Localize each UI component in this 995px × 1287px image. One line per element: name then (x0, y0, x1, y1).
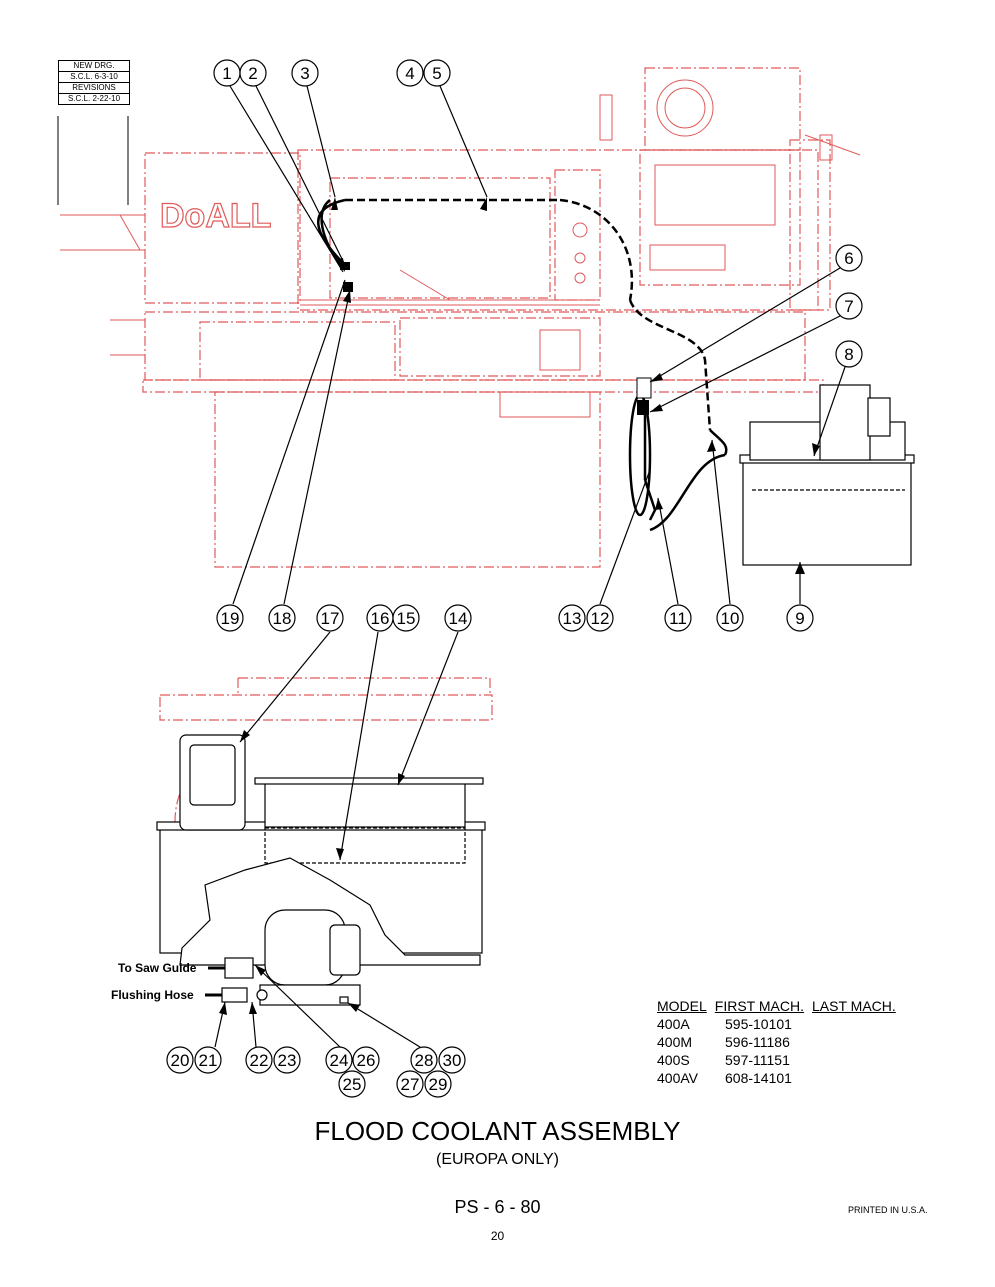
svg-text:20: 20 (171, 1051, 190, 1070)
pump-motor (221, 909, 361, 1006)
callout-26: 26 (352, 1046, 380, 1074)
page-subtitle: (EUROPA ONLY) (436, 1151, 559, 1168)
callout-15: 15 (392, 604, 420, 632)
svg-text:27: 27 (401, 1075, 420, 1094)
table-row: 400A 595-10101 (657, 1015, 904, 1033)
page-number: 20 (490, 1229, 505, 1243)
svg-text:22: 22 (250, 1051, 269, 1070)
new-drg-label: NEW DRG. (59, 61, 129, 72)
svg-text:14: 14 (449, 609, 468, 628)
first-mach-cell: 608-14101 (725, 1070, 792, 1086)
callout-16: 16 (366, 604, 394, 632)
callout-14: 14 (444, 604, 472, 632)
svg-text:6: 6 (844, 249, 853, 268)
callout-12: 12 (586, 604, 614, 632)
svg-text:12: 12 (591, 609, 610, 628)
callout-20: 20 (166, 1046, 194, 1074)
callout-13: 13 (558, 604, 586, 632)
svg-text:13: 13 (563, 609, 582, 628)
coolant-lines (317, 198, 728, 532)
table-row: 400AV 608-14101 (657, 1069, 904, 1087)
model-cell: 400A (657, 1016, 690, 1032)
header-first-mach: FIRST MACH. (714, 998, 804, 1014)
revisions-label: REVISIONS (59, 83, 129, 94)
header-last-mach: LAST MACH. (812, 998, 896, 1014)
callout-25: 25 (338, 1070, 366, 1098)
callout-11: 11 (664, 604, 692, 632)
revision-by: S.C.L. 2-22-10 (67, 94, 121, 103)
callout-21: 21 (194, 1046, 222, 1074)
callout-1: 1 (213, 59, 241, 87)
leader-lines (214, 85, 846, 1048)
saw-machine-outline (142, 67, 831, 568)
callout-2: 2 (239, 59, 267, 87)
callout-3: 3 (291, 59, 319, 87)
callout-5: 5 (423, 59, 451, 87)
page-code: PS - 6 - 80 (454, 1197, 541, 1217)
callout-8: 8 (835, 340, 863, 368)
page-title: FLOOD COOLANT ASSEMBLY (314, 1116, 681, 1146)
callout-7: 7 (835, 292, 863, 320)
model-table-header: MODEL FIRST MACH. LAST MACH. (657, 997, 904, 1015)
table-row: 400S 597-11151 (657, 1051, 904, 1069)
svg-text:17: 17 (321, 609, 340, 628)
callout-9: 9 (786, 604, 814, 632)
callout-29: 29 (424, 1070, 452, 1098)
svg-text:3: 3 (300, 64, 309, 83)
svg-text:11: 11 (669, 609, 687, 628)
svg-text:28: 28 (415, 1051, 434, 1070)
callout-22: 22 (245, 1046, 273, 1074)
header-model: MODEL (657, 998, 707, 1014)
callout-4: 4 (396, 59, 424, 87)
svg-text:8: 8 (844, 345, 853, 364)
flushing-hose-label: Flushing Hose (111, 988, 194, 1002)
callout-30: 30 (438, 1046, 466, 1074)
callout-23: 23 (273, 1046, 301, 1074)
model-cell: 400AV (657, 1070, 698, 1086)
svg-text:30: 30 (443, 1051, 462, 1070)
model-cell: 400M (657, 1034, 693, 1050)
printed-label: PRINTED IN U.S.A. (848, 1205, 928, 1215)
model-cell: 400S (657, 1052, 690, 1068)
table-row: 400M 596-11186 (657, 1033, 904, 1051)
svg-text:4: 4 (405, 64, 414, 83)
callout-28: 28 (410, 1046, 438, 1074)
callout-27: 27 (396, 1070, 424, 1098)
svg-text:5: 5 (432, 64, 441, 83)
new-drg-by: S.C.L. 6-3-10 (59, 72, 129, 83)
first-mach-cell: 597-11151 (725, 1052, 790, 1068)
svg-text:25: 25 (343, 1075, 362, 1094)
doall-logo: DoALL (160, 197, 271, 235)
svg-text:16: 16 (371, 609, 390, 628)
first-mach-cell: 596-11186 (725, 1034, 790, 1050)
callout-17: 17 (316, 604, 344, 632)
svg-text:21: 21 (199, 1051, 218, 1070)
to-saw-guide-label: To Saw Guide (118, 961, 197, 975)
callout-24: 24 (325, 1046, 353, 1074)
svg-text:23: 23 (278, 1051, 297, 1070)
svg-text:15: 15 (397, 609, 416, 628)
svg-text:24: 24 (330, 1051, 349, 1070)
revision-box: NEW DRG. S.C.L. 6-3-10 REVISIONS S.C.L. … (58, 60, 130, 105)
svg-text:26: 26 (357, 1051, 376, 1070)
svg-text:10: 10 (721, 609, 740, 628)
first-mach-cell: 595-10101 (725, 1016, 792, 1032)
coolant-tank-top (739, 384, 915, 566)
callout-19: 19 (216, 604, 244, 632)
svg-text:29: 29 (429, 1075, 448, 1094)
svg-text:7: 7 (844, 297, 853, 316)
callout-6: 6 (835, 244, 863, 272)
leader-arrowheads (219, 197, 820, 1015)
model-table: MODEL FIRST MACH. LAST MACH. 400A 595-10… (657, 997, 904, 1087)
svg-text:1: 1 (222, 64, 231, 83)
svg-text:18: 18 (273, 609, 292, 628)
svg-text:2: 2 (248, 64, 257, 83)
svg-text:19: 19 (221, 609, 240, 628)
callout-10: 10 (716, 604, 744, 632)
callout-18: 18 (268, 604, 296, 632)
svg-text:9: 9 (795, 609, 804, 628)
